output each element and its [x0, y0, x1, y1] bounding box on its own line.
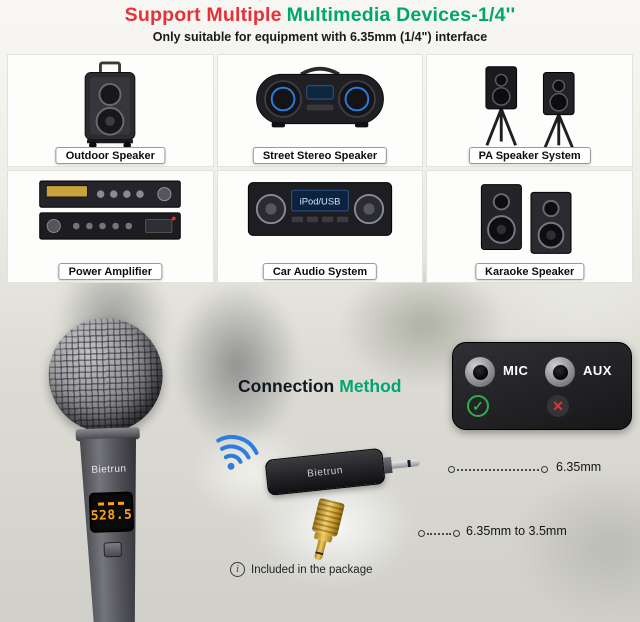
device-cell-car-audio-system: iPod/USB Car Audio System: [216, 170, 424, 283]
microphone-power-button: [103, 542, 122, 558]
device-cell-pa-speaker-system: PA Speaker System: [426, 54, 633, 167]
device-label: Karaoke Speaker: [475, 263, 585, 280]
device-label: Street Stereo Speaker: [252, 147, 388, 164]
connector-dash: [427, 532, 451, 535]
mic-jack-hole: [472, 364, 488, 380]
device-label: Car Audio System: [262, 263, 378, 280]
device-grid: Outdoor Speaker Street Stereo Speaker: [7, 54, 633, 283]
pa-speaker-system-icon: [485, 66, 575, 150]
car-stereo-display-text: iPod/USB: [300, 195, 341, 206]
connection-heading-dark: Connection: [238, 376, 335, 396]
microphone-frequency-value: 528.5: [90, 506, 133, 524]
title-green-part: Multimedia Devices-1/4'': [286, 4, 516, 26]
connector-dot: [448, 466, 455, 473]
outdoor-speaker-icon: [84, 61, 136, 149]
connector-dot: [453, 530, 460, 537]
connector-dash: [457, 468, 539, 471]
device-cell-outdoor-speaker: Outdoor Speaker: [7, 54, 214, 167]
device-label: Outdoor Speaker: [55, 147, 165, 164]
karaoke-speaker-icon: [480, 184, 572, 254]
device-cell-karaoke-speaker: Karaoke Speaker: [426, 170, 633, 283]
included-note-text: Included in the package: [251, 563, 373, 576]
device-cell-street-stereo-speaker: Street Stereo Speaker: [216, 54, 424, 167]
connector-dot: [541, 466, 548, 473]
street-stereo-speaker-icon: [256, 66, 384, 128]
mic-jack-label: MIC: [503, 363, 529, 378]
car-audio-system-icon: iPod/USB: [247, 182, 393, 236]
microphone-display: 528.5: [89, 491, 134, 533]
receiver-brand: Bietrun: [306, 464, 344, 480]
connector-line-adapter: [418, 530, 460, 537]
jack-panel: MIC AUX ✓ ✕: [452, 342, 632, 430]
device-label: Power Amplifier: [58, 263, 162, 280]
power-amplifier-icon: [39, 180, 182, 240]
connector-dot: [418, 530, 425, 537]
microphone-brand: Bietrun: [91, 463, 127, 476]
subtitle: Only suitable for equipment with 6.35mm …: [152, 30, 488, 44]
quarter-inch-plug-shaft: [391, 459, 409, 469]
aux-jack-hole: [552, 364, 568, 380]
info-icon: i: [230, 562, 245, 577]
adapter-size-label: 6.35mm to 3.5mm: [466, 524, 567, 538]
title-red-part: Support Multiple: [124, 4, 282, 26]
microphone-head-mesh: [46, 316, 165, 435]
device-label: PA Speaker System: [468, 147, 591, 164]
wireless-microphone: Bietrun 528.5: [35, 315, 196, 622]
mic-jack-port: [465, 357, 495, 387]
aux-jack-label: AUX: [583, 363, 612, 378]
check-icon: ✓: [467, 395, 489, 417]
connection-heading-green: Method: [339, 376, 402, 396]
plug-size-label: 6.35mm: [556, 460, 602, 474]
included-note: i Included in the package: [230, 562, 372, 577]
wifi-icon: [216, 434, 259, 470]
quarter-inch-plug-tip: [410, 458, 420, 467]
aux-jack-port: [545, 357, 575, 387]
connector-line-plug: [448, 466, 548, 473]
cross-icon: ✕: [547, 395, 569, 417]
device-cell-power-amplifier: Power Amplifier: [7, 170, 214, 283]
microphone-body: Bietrun 528.5: [76, 437, 146, 622]
